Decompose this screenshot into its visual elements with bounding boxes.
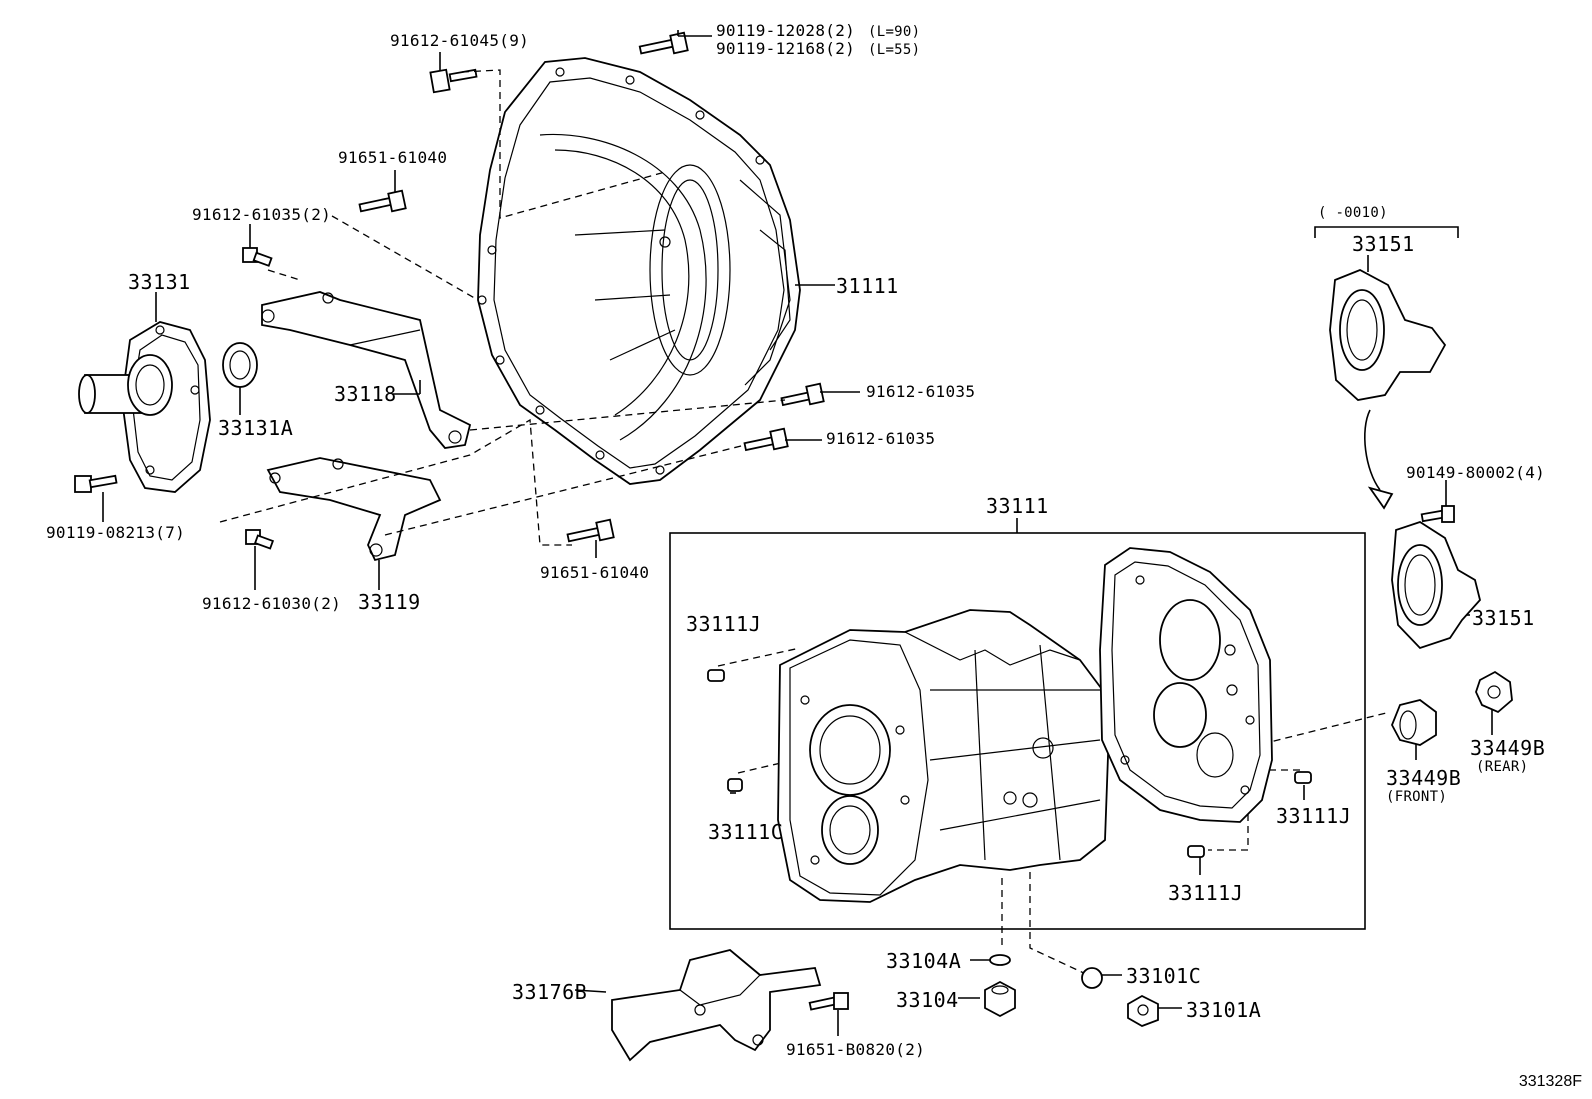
plug-33104 bbox=[984, 980, 1016, 1018]
label-33449B-front: 33449B bbox=[1386, 766, 1462, 790]
label-90119-12028-length: (L=90) bbox=[868, 24, 921, 40]
bracket-33118 bbox=[261, 291, 472, 449]
retainer-33151-top bbox=[1329, 269, 1447, 401]
plug-33101A bbox=[1127, 994, 1159, 1027]
label-33131A: 33131A bbox=[218, 416, 294, 440]
adapter-plate bbox=[1099, 547, 1273, 823]
label-91651-B0820: 91651-B0820(2) bbox=[786, 1040, 926, 1059]
label-range: ( -0010) bbox=[1318, 205, 1388, 221]
label-33119: 33119 bbox=[358, 590, 421, 614]
bearing-retainer-33131 bbox=[78, 321, 211, 493]
label-90119-12168: 90119-12168(2) bbox=[716, 39, 856, 58]
label-33131: 33131 bbox=[128, 270, 191, 294]
label-front: (FRONT) bbox=[1386, 789, 1448, 805]
label-91612-61035-b: 91612-61035 bbox=[826, 429, 936, 448]
label-33111J-c: 33111J bbox=[1168, 881, 1244, 905]
bolts bbox=[74, 31, 1455, 1011]
assembly-arrow-head bbox=[1367, 486, 1394, 510]
label-rear: (REAR) bbox=[1476, 759, 1529, 775]
label-33111-box: 33111 bbox=[986, 494, 1049, 518]
label-33118: 33118 bbox=[334, 382, 397, 406]
retainer-33151-bottom bbox=[1391, 521, 1481, 650]
label-33151-top: 33151 bbox=[1352, 232, 1415, 256]
label-90119-08213: 90119-08213(7) bbox=[46, 523, 186, 542]
label-91612-61045: 91612-61045(9) bbox=[390, 31, 530, 50]
label-31111: 31111 bbox=[836, 274, 899, 298]
label-33111J-b: 33111J bbox=[1276, 804, 1352, 828]
cover-33449B-front bbox=[1391, 699, 1437, 746]
label-33101C: 33101C bbox=[1126, 964, 1202, 988]
range-bracket bbox=[1314, 226, 1459, 238]
guide-33176B bbox=[611, 949, 822, 1062]
label-33111C: 33111C bbox=[708, 820, 784, 844]
diagram-id: 331328F bbox=[1518, 1073, 1582, 1090]
label-91651-61040-top: 91651-61040 bbox=[338, 148, 448, 167]
label-90119-12168-length: (L=55) bbox=[868, 42, 921, 58]
assembly-arrow bbox=[1364, 409, 1381, 491]
label-91612-61035-2: 91612-61035(2) bbox=[192, 205, 332, 224]
label-33449B-rear: 33449B bbox=[1470, 736, 1546, 760]
cover-33449B-rear bbox=[1475, 670, 1513, 714]
bell-housing-31111 bbox=[477, 57, 801, 485]
dowel-pins bbox=[707, 669, 1312, 858]
transmission-case-33111 bbox=[777, 609, 1111, 903]
label-33176B: 33176B bbox=[512, 980, 588, 1004]
label-91612-61035-a: 91612-61035 bbox=[866, 382, 976, 401]
label-90149-80002: 90149-80002(4) bbox=[1406, 463, 1546, 482]
oil-seal-33131A bbox=[222, 342, 258, 415]
label-90119-12028: 90119-12028(2) bbox=[716, 21, 856, 40]
label-33111J-a: 33111J bbox=[686, 612, 762, 636]
label-91612-61030: 91612-61030(2) bbox=[202, 594, 342, 613]
label-33151-bottom: 33151 bbox=[1472, 606, 1535, 630]
label-91651-61040-bottom: 91651-61040 bbox=[540, 563, 650, 582]
label-33104A: 33104A bbox=[886, 949, 962, 973]
label-33104: 33104 bbox=[896, 988, 959, 1012]
gasket-33104A bbox=[989, 954, 1011, 966]
label-33101A: 33101A bbox=[1186, 998, 1262, 1022]
bracket-33119 bbox=[266, 457, 442, 590]
o-ring-33101C bbox=[1081, 967, 1103, 989]
